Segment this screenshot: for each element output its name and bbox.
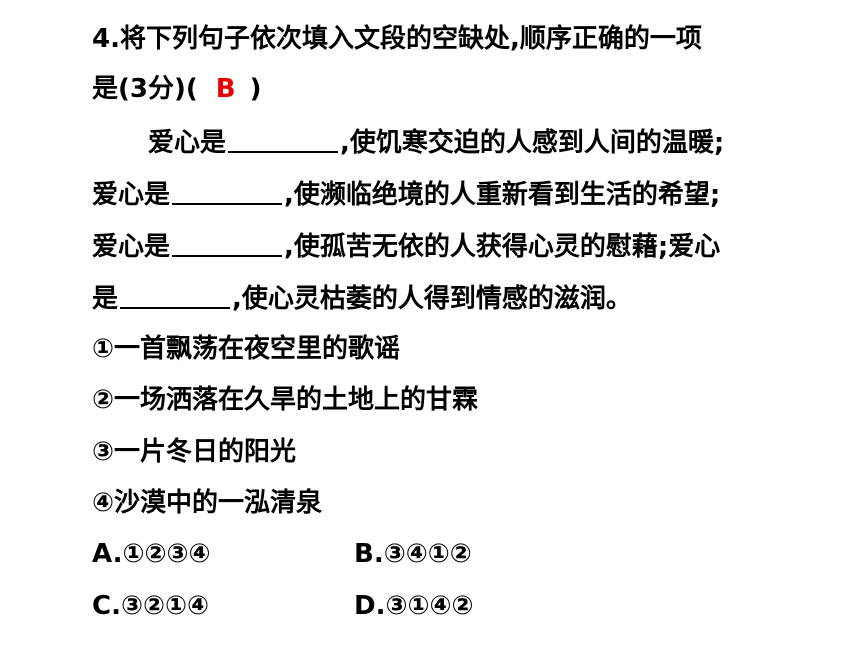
passage-line4: 是 ,使心灵枯萎的人得到情感的滋润。 bbox=[92, 281, 632, 316]
sentence-4: ④沙漠中的一泓清泉 bbox=[92, 488, 323, 518]
option-d[interactable]: D.③①④② bbox=[354, 591, 474, 621]
question-stem-line1: 4.将下列句子依次填入文段的空缺处,顺序正确的一项 bbox=[92, 24, 702, 54]
passage-line1: 爱心是 ,使饥寒交迫的人感到人间的温暖; bbox=[148, 125, 724, 160]
passage-text: ,使心灵枯萎的人得到情感的滋润。 bbox=[232, 284, 632, 314]
passage-text: ,使濒临绝境的人重新看到生活的希望; bbox=[284, 180, 721, 210]
question-score: 是(3分)( bbox=[92, 74, 198, 104]
blank-2 bbox=[172, 177, 283, 205]
question-stem-line2: 是(3分)( B) bbox=[92, 72, 261, 106]
passage-text: 爱心是 bbox=[92, 232, 171, 262]
answer-mark: B bbox=[215, 74, 236, 104]
sentence-2: ②一场洒落在久旱的土地上的甘霖 bbox=[92, 385, 479, 415]
passage-text: ,使孤苦无依的人获得心灵的慰藉;爱心 bbox=[284, 232, 721, 262]
passage-text: 爱心是 bbox=[148, 128, 227, 158]
passage-line2: 爱心是 ,使濒临绝境的人重新看到生活的希望; bbox=[92, 177, 720, 212]
option-a[interactable]: A.①②③④ bbox=[92, 539, 211, 569]
passage-text: 是 bbox=[92, 284, 119, 314]
option-c[interactable]: C.③②①④ bbox=[92, 591, 210, 621]
sentence-1: ①一首飘荡在夜空里的歌谣 bbox=[92, 334, 401, 364]
option-b[interactable]: B.③④①② bbox=[354, 539, 472, 569]
passage-text: 爱心是 bbox=[92, 180, 171, 210]
question-close-paren: ) bbox=[249, 74, 262, 104]
blank-3 bbox=[172, 229, 283, 257]
sentence-3: ③一片冬日的阳光 bbox=[92, 437, 297, 467]
blank-4 bbox=[120, 281, 231, 309]
blank-1 bbox=[228, 125, 339, 153]
passage-line3: 爱心是 ,使孤苦无依的人获得心灵的慰藉;爱心 bbox=[92, 229, 720, 264]
passage-text: ,使饥寒交迫的人感到人间的温暖; bbox=[340, 128, 725, 158]
